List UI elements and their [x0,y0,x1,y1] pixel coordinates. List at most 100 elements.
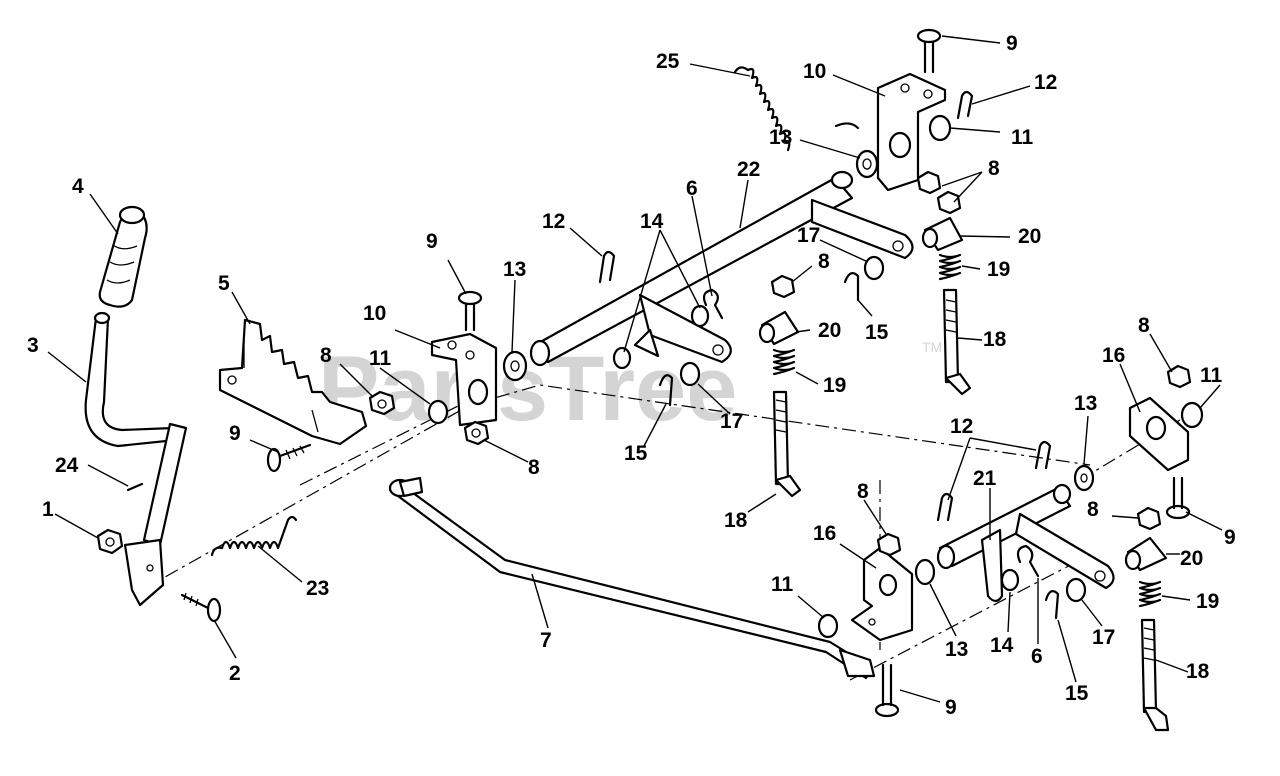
centerlines [141,384,1181,681]
bracket-16-lower [850,546,914,642]
callout-8-right-lower: 8 [1087,498,1099,521]
callout-22: 22 [737,158,760,181]
callout-5: 5 [218,272,230,295]
callout-11-mid: 11 [369,347,392,370]
spring-25 [733,66,860,152]
callout-11-right: 11 [1200,364,1223,387]
bolt-9-upper [457,290,483,332]
callout-9-lower: 9 [945,696,957,719]
callout-8-lower: 8 [857,480,869,503]
callout-9-mid: 9 [426,230,438,253]
shift-plate-5 [218,318,368,446]
callout-9-top: 9 [1006,32,1018,55]
washer-13-lower [914,558,936,586]
callout-12-top: 12 [1034,71,1057,94]
callout-17-lower: 17 [1092,626,1115,649]
washer-13-left [502,350,528,382]
callout-17-mid: 17 [720,410,743,433]
clip-15-mid [658,374,674,407]
bolt-9-lower [874,663,900,718]
callout-1: 1 [42,498,54,521]
bushing-11-lower [817,613,839,639]
washer-14-mid-b [690,304,710,328]
watermark-trademark: TM [922,339,942,355]
nut-8-left [368,390,396,416]
washer-17-top [863,255,885,281]
swivel-20-mid [758,310,800,346]
callout-20-lower: 20 [1180,547,1203,570]
clip-6-mid [702,288,724,320]
washer-13-right [1073,464,1095,492]
callout-13-right: 13 [1074,392,1097,415]
shaft-22 [529,170,914,367]
hand-grip [98,205,148,308]
bushing-11-right [1180,401,1204,429]
bolt-9-left [266,443,312,473]
callout-25: 25 [656,50,680,73]
callout-13-top: 13 [769,126,792,149]
spring-19-lower [1138,580,1162,608]
callout-12-lower: 12 [950,415,973,438]
callout-15-mid: 15 [624,442,648,465]
callout-13-mid: 13 [503,258,526,281]
nut-8-left-lower [463,420,490,446]
nut-8-lower [876,532,902,557]
spring-23 [210,515,298,557]
callout-8-top: 8 [988,157,1000,180]
washer-17-mid [679,361,701,387]
swivel-20-top [921,216,964,252]
callout-4: 4 [72,175,84,198]
callout-14-mid: 14 [640,210,664,233]
bolt-9-right [1165,476,1191,520]
callout-18-lower: 18 [1186,660,1210,683]
callout-11-top: 11 [1011,126,1034,149]
bracket-16-right [1128,396,1190,472]
callout-15-lower: 15 [1065,682,1089,705]
shift-lever [84,311,188,607]
link-rod-7 [388,476,876,680]
nut-1 [96,528,124,555]
callout-24: 24 [55,454,79,477]
callout-8-midtop: 8 [818,250,830,273]
callout-23: 23 [306,577,329,600]
hairpin-12-lower-a [936,492,954,522]
bolt-2 [180,592,222,623]
hairpin-12-top [956,90,974,120]
callout-14-lower: 14 [990,634,1014,657]
callout-11-lower: 11 [771,573,794,596]
washer-14-mid-a [612,346,632,370]
callout-10-top: 10 [803,60,826,83]
spring-19-top [938,253,962,281]
swivel-20-lower [1124,536,1168,572]
callout-18-mid: 18 [724,509,748,532]
rod-18-mid [772,390,802,498]
hairpin-12-lower-b [1034,440,1052,470]
nut-8-mid [770,274,796,299]
bushing-11-left [427,399,449,425]
bracket-10-right [876,72,947,192]
shaft-21 [936,483,1115,603]
callout-6-lower: 6 [1031,645,1043,668]
callout-labels: 25 10 9 12 11 13 8 22 6 14 12 4 20 17 19… [27,32,1236,719]
leader-lines [47,35,1223,703]
pin-24 [126,482,144,492]
callout-19-lower: 19 [1196,590,1219,613]
spring-19-mid [772,348,796,376]
callout-15-top: 15 [865,321,889,344]
callout-16-lower: 16 [813,522,836,545]
callout-17-top: 17 [797,224,820,247]
callout-21: 21 [973,467,997,490]
washer-17-lower [1065,577,1087,603]
callout-2: 2 [229,662,241,685]
callout-10-mid: 10 [363,302,386,325]
hairpin-12-mid [598,250,616,284]
callout-7: 7 [540,629,552,652]
callout-3: 3 [27,334,39,357]
bolt-9-top [916,28,942,74]
callout-20-mid: 20 [818,319,841,342]
rod-18-lower [1140,618,1170,732]
nut-8-top-b [936,190,962,215]
callout-9-left: 9 [229,422,241,445]
callout-19-top: 19 [987,258,1010,281]
